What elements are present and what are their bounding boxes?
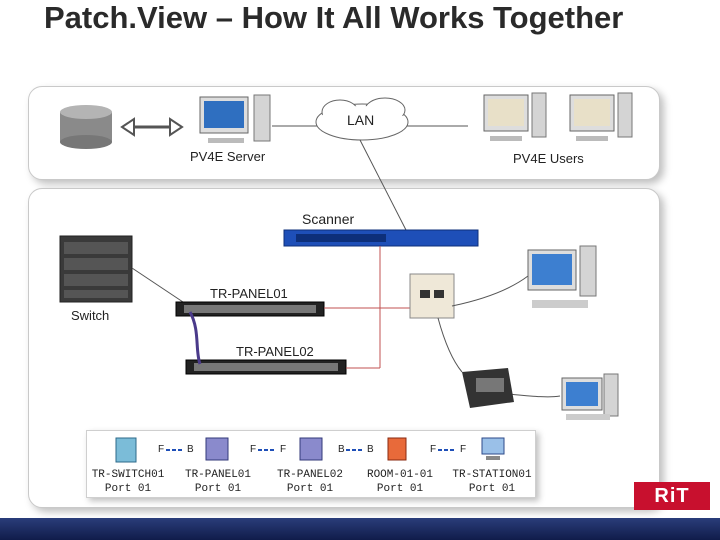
sync-arrow-icon bbox=[120, 117, 184, 137]
connector-left: F bbox=[158, 444, 165, 455]
connector-right: B bbox=[367, 444, 374, 455]
legend-item-name: ROOM-01-01 bbox=[366, 469, 433, 481]
server-label: PV4E Server bbox=[190, 149, 266, 164]
switch-icon bbox=[115, 437, 137, 463]
legend-item: TR-PANEL01 Port 01 bbox=[180, 468, 256, 496]
scanner-label: Scanner bbox=[302, 211, 355, 227]
legend-item-port: Port 01 bbox=[194, 483, 242, 495]
telephone-icon bbox=[462, 368, 514, 408]
legend-item-port: Port 01 bbox=[286, 483, 334, 495]
switch-label: Switch bbox=[71, 308, 110, 323]
legend-item: ROOM-01-01 Port 01 bbox=[362, 468, 438, 496]
connector-right: F bbox=[460, 444, 467, 455]
rit-logo: RiT bbox=[634, 482, 710, 510]
legend-item: TR-SWITCH01 Port 01 bbox=[90, 468, 166, 496]
connector-left: B bbox=[338, 444, 345, 455]
panel1-label: TR-PANEL01 bbox=[210, 286, 288, 301]
lan-cloud-icon bbox=[315, 97, 409, 141]
users-label: PV4E Users bbox=[513, 151, 584, 166]
panel-icon bbox=[299, 437, 323, 461]
panel2-label: TR-PANEL02 bbox=[236, 344, 314, 359]
connector-right: F bbox=[280, 444, 287, 455]
user-computer-icon bbox=[483, 92, 547, 141]
legend-item-port: Port 01 bbox=[104, 483, 152, 495]
footer-band bbox=[0, 518, 720, 540]
legend-item: TR-STATION01 Port 01 bbox=[452, 468, 532, 496]
computer-icon bbox=[481, 437, 505, 460]
wall-outlet-device bbox=[409, 273, 455, 319]
station-computer-icon bbox=[527, 245, 597, 308]
slide-title: Patch.View – How It All Works Together bbox=[44, 0, 624, 35]
user-computer-icon bbox=[569, 92, 633, 141]
connector-left: F bbox=[430, 444, 437, 455]
legend-item-name: TR-STATION01 bbox=[452, 469, 532, 481]
legend-item-name: TR-SWITCH01 bbox=[91, 469, 165, 481]
legend-item-port: Port 01 bbox=[376, 483, 424, 495]
station-computer-icon bbox=[561, 373, 619, 420]
server-computer-icon bbox=[199, 94, 271, 143]
connector-left: F bbox=[250, 444, 257, 455]
legend-item-name: TR-PANEL02 bbox=[276, 469, 343, 481]
patch-panel-02 bbox=[185, 359, 347, 375]
legend-item: TR-PANEL02 Port 01 bbox=[272, 468, 348, 496]
connector-right: B bbox=[187, 444, 194, 455]
lan-label: LAN bbox=[347, 112, 375, 128]
scanner-device bbox=[283, 229, 479, 247]
outlet-icon bbox=[387, 437, 407, 461]
database-icon bbox=[60, 105, 112, 149]
patch-panel-01 bbox=[175, 301, 325, 317]
panel-icon bbox=[205, 437, 229, 461]
legend-item-name: TR-PANEL01 bbox=[184, 469, 251, 481]
network-switch-device bbox=[59, 235, 133, 303]
legend-item-port: Port 01 bbox=[468, 483, 516, 495]
